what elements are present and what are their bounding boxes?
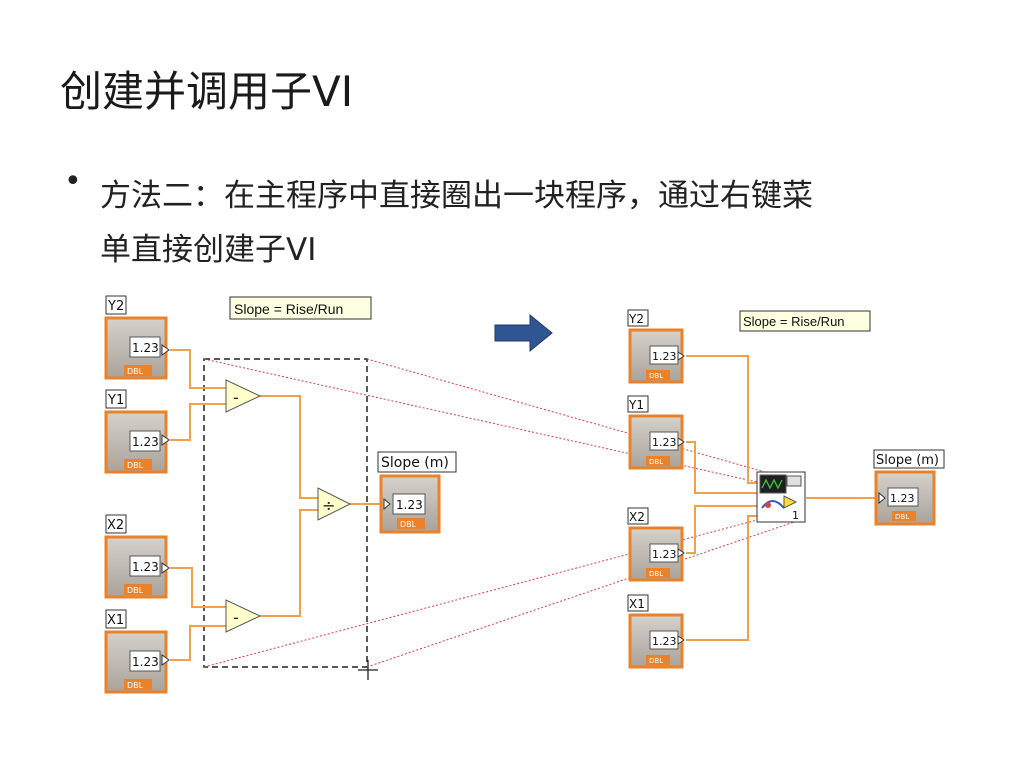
- left-comment-text: Slope = Rise/Run: [234, 301, 343, 317]
- subtract-node-bottom: -: [225, 599, 262, 633]
- control-label: Y1: [107, 393, 124, 408]
- right-comment-text: Slope = Rise/Run: [743, 314, 845, 329]
- left-wires: [170, 349, 384, 661]
- right-indicator-slope: Slope (m) 1.23 DBL: [873, 449, 945, 526]
- control-value: 1.23: [132, 560, 159, 574]
- control-label: Y2: [628, 312, 644, 326]
- svg-text:-: -: [233, 608, 239, 627]
- svg-text:DBL: DBL: [649, 657, 663, 665]
- control-value: 1.23: [132, 655, 159, 669]
- control-label: X2: [629, 510, 645, 524]
- right-control-y2: Y2 1.23 DBL: [627, 309, 685, 384]
- subvi-icon: 1: [756, 471, 806, 523]
- left-comment-box: Slope = Rise/Run: [229, 296, 372, 320]
- right-diagram: Slope = Rise/Run 1 Y2 1.23: [627, 309, 945, 669]
- svg-text:DBL: DBL: [127, 681, 144, 690]
- selection-to-subvi-lines: [203, 358, 801, 668]
- control-x2: X2 1.23 DBL: [104, 514, 170, 599]
- slide-title: 创建并调用子VI: [60, 67, 354, 116]
- control-label: X1: [107, 613, 124, 628]
- selection-rectangle: [203, 358, 368, 668]
- indicator-label: Slope (m): [876, 453, 939, 468]
- bullet-text-line2: 单直接创建子VI: [100, 232, 317, 268]
- bullet-text-line1: 方法二：在主程序中直接圈出一块程序，通过右键菜: [100, 178, 813, 214]
- control-value: 1.23: [652, 635, 677, 648]
- svg-text:÷: ÷: [322, 496, 335, 515]
- right-wires: [686, 355, 876, 641]
- svg-text:DBL: DBL: [649, 570, 663, 578]
- svg-text:DBL: DBL: [127, 461, 144, 470]
- right-comment-box: Slope = Rise/Run: [739, 310, 871, 332]
- svg-text:DBL: DBL: [127, 367, 144, 376]
- svg-text:DBL: DBL: [127, 586, 144, 595]
- right-arrow-icon: [494, 313, 553, 353]
- svg-text:DBL: DBL: [649, 372, 663, 380]
- control-label: X1: [629, 597, 645, 611]
- subvi-number: 1: [792, 509, 799, 522]
- crosshair-cursor-icon: [358, 660, 378, 680]
- indicator-slope: Slope (m) 1.23 DBL: [377, 451, 457, 534]
- indicator-value: 1.23: [396, 498, 423, 512]
- bullet-dot: •: [64, 164, 82, 199]
- left-diagram: Slope = Rise/Run - -: [104, 295, 801, 694]
- control-label: Y1: [628, 398, 644, 412]
- indicator-value: 1.23: [890, 492, 915, 505]
- svg-text:DBL: DBL: [895, 513, 909, 521]
- indicator-label: Slope (m): [381, 455, 449, 471]
- svg-text:DBL: DBL: [400, 520, 417, 529]
- control-label: X2: [107, 518, 124, 533]
- control-value: 1.23: [132, 341, 159, 355]
- subtract-node-top: -: [225, 379, 262, 413]
- control-value: 1.23: [652, 436, 677, 449]
- control-y1: Y1 1.23 DBL: [104, 389, 170, 474]
- control-label: Y2: [107, 299, 124, 314]
- control-x1: X1 1.23 DBL: [104, 609, 170, 694]
- control-value: 1.23: [132, 435, 159, 449]
- right-control-y1: Y1 1.23 DBL: [627, 395, 685, 470]
- svg-text:DBL: DBL: [649, 458, 663, 466]
- right-control-x1: X1 1.23 DBL: [627, 594, 685, 669]
- divide-node: ÷: [317, 487, 352, 521]
- control-value: 1.23: [652, 350, 677, 363]
- svg-text:-: -: [233, 388, 239, 407]
- control-y2: Y2 1.23 DBL: [104, 295, 170, 380]
- control-value: 1.23: [652, 548, 677, 561]
- right-control-x2: X2 1.23 DBL: [627, 507, 685, 582]
